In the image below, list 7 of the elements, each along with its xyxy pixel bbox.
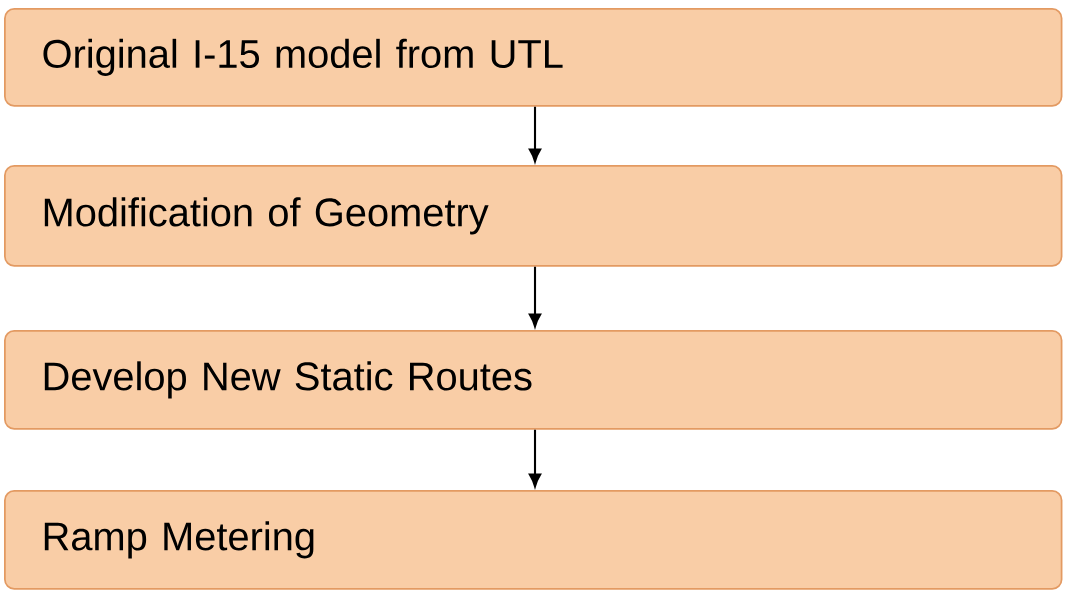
process-box: Develop New Static Routes [4, 330, 1063, 430]
process-box: Original I-15 model from UTL [4, 8, 1063, 107]
arrow [528, 429, 542, 488]
process-box: Ramp Metering [4, 490, 1063, 590]
process-box: Modification of Geometry [4, 165, 1063, 267]
arrow [528, 266, 542, 328]
arrow [528, 106, 542, 163]
